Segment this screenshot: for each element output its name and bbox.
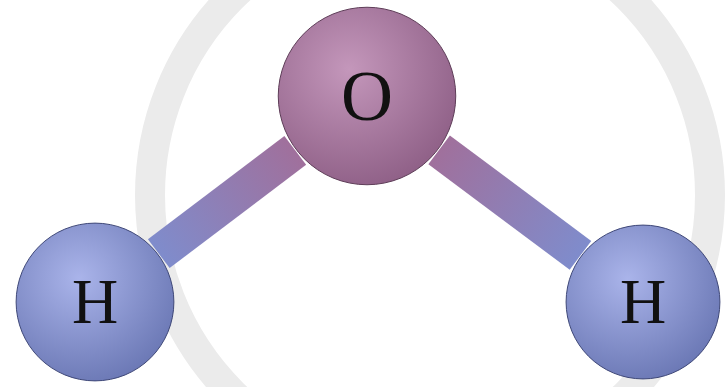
hydrogen-atom: H: [15, 222, 175, 382]
atom-label-box: H: [15, 222, 175, 382]
covalent-bond: [439, 150, 580, 256]
element-symbol: O: [341, 60, 393, 132]
hydrogen-atom: H: [565, 224, 721, 380]
atom-label-box: O: [277, 6, 457, 186]
oxygen-atom: O: [277, 6, 457, 186]
covalent-bond: [159, 150, 295, 253]
atom-label-box: H: [565, 224, 721, 380]
watermark-arc: [150, 0, 710, 387]
element-symbol: H: [72, 270, 118, 334]
element-symbol: H: [620, 270, 666, 334]
